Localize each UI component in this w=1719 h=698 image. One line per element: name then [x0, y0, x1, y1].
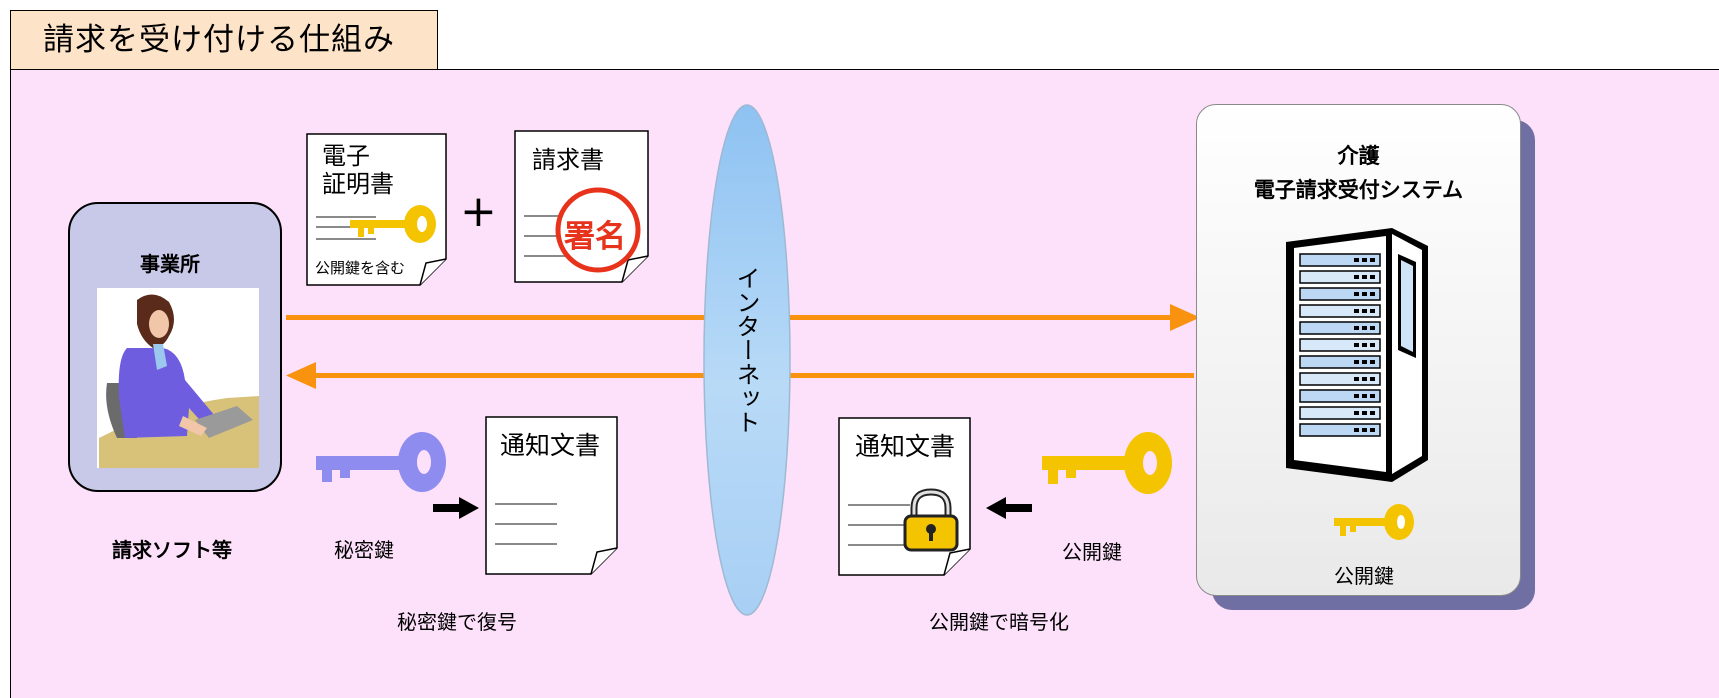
- rack-slot: [1299, 321, 1381, 335]
- server-title-line1: 介護: [1337, 144, 1380, 168]
- padlock-icon: [903, 488, 959, 552]
- rack-slot-led: [1354, 326, 1359, 330]
- invoice-document: [514, 130, 649, 283]
- rack-slot-led: [1354, 377, 1359, 381]
- private-key-icon: [316, 432, 446, 492]
- rack-slot: [1299, 338, 1381, 352]
- rack-slot-led: [1370, 377, 1375, 381]
- encrypt-caption: 公開鍵で暗号化: [929, 610, 1069, 634]
- rack-slot: [1299, 270, 1381, 284]
- gold-key-icon: [1334, 504, 1414, 540]
- rack-slot: [1299, 406, 1381, 420]
- rack-slot-led: [1354, 309, 1359, 313]
- rack-slot-led: [1354, 428, 1359, 432]
- notice-right-label: 通知文書: [855, 432, 956, 461]
- plus-sign: +: [460, 186, 497, 237]
- rack-slot-led: [1362, 360, 1367, 364]
- certificate-label-line2: 証明書: [322, 170, 394, 198]
- decrypt-caption: 秘密鍵で復号: [397, 610, 517, 634]
- rack-slot-led: [1370, 258, 1375, 262]
- public-key-label-mid: 公開鍵: [1062, 540, 1122, 564]
- signature-stamp: 署名: [564, 219, 626, 255]
- rack-slot-led: [1362, 275, 1367, 279]
- rack-slot: [1299, 355, 1381, 369]
- private-key-label: 秘密鍵: [334, 538, 394, 562]
- rack-slot-led: [1354, 360, 1359, 364]
- rack-slot-led: [1370, 394, 1375, 398]
- server-title-line2: 電子請求受付システム: [1253, 178, 1464, 202]
- rack-slot-led: [1370, 292, 1375, 296]
- rack-slot-led: [1362, 394, 1367, 398]
- software-label: 請求ソフト等: [112, 538, 232, 562]
- arrow-right-small-icon: [433, 497, 479, 519]
- person-at-desk-icon: [97, 288, 259, 468]
- rack-slot-led: [1354, 411, 1359, 415]
- rack-slot-led: [1370, 411, 1375, 415]
- rack-slot-led: [1370, 309, 1375, 313]
- notice-left-label: 通知文書: [500, 431, 601, 460]
- rack-slot-led: [1362, 292, 1367, 296]
- internet-oval: [703, 104, 791, 616]
- rack-slot-led: [1362, 377, 1367, 381]
- certificate-document: [306, 133, 447, 286]
- server-rack-icon: [1286, 228, 1428, 482]
- rack-slot-led: [1354, 343, 1359, 347]
- rack-slot-led: [1362, 258, 1367, 262]
- rack-slot-led: [1370, 428, 1375, 432]
- rack-slot-led: [1354, 394, 1359, 398]
- notice-document-left: [485, 416, 618, 575]
- page-title: 請求を受け付ける仕組み: [10, 10, 438, 70]
- rack-slot: [1299, 253, 1381, 267]
- rack-slot-led: [1370, 326, 1375, 330]
- rack-slot-led: [1362, 326, 1367, 330]
- rack-slot-led: [1370, 343, 1375, 347]
- rack-slot-led: [1370, 275, 1375, 279]
- gold-key-icon: [1042, 432, 1172, 494]
- rack-slot: [1299, 423, 1381, 437]
- rack-slot: [1299, 372, 1381, 386]
- office-label: 事業所: [140, 252, 200, 276]
- rack-slot-led: [1370, 360, 1375, 364]
- rack-slot-led: [1354, 258, 1359, 262]
- certificate-label-line1: 電子: [322, 142, 370, 170]
- rack-slot-led: [1362, 411, 1367, 415]
- rack-slot-led: [1354, 275, 1359, 279]
- rack-slot: [1299, 389, 1381, 403]
- gold-key-icon: [350, 205, 436, 243]
- rack-slot-led: [1362, 428, 1367, 432]
- rack-slot-led: [1362, 309, 1367, 313]
- certificate-note: 公開鍵を含む: [315, 259, 406, 277]
- rack-slot-led: [1362, 343, 1367, 347]
- arrow-left-small-icon: [986, 497, 1032, 519]
- rack-slot: [1299, 304, 1381, 318]
- internet-label: インターネット: [732, 266, 760, 434]
- rack-slot: [1299, 287, 1381, 301]
- rack-slot-led: [1354, 292, 1359, 296]
- public-key-label-server: 公開鍵: [1334, 564, 1394, 588]
- invoice-label: 請求書: [532, 146, 604, 174]
